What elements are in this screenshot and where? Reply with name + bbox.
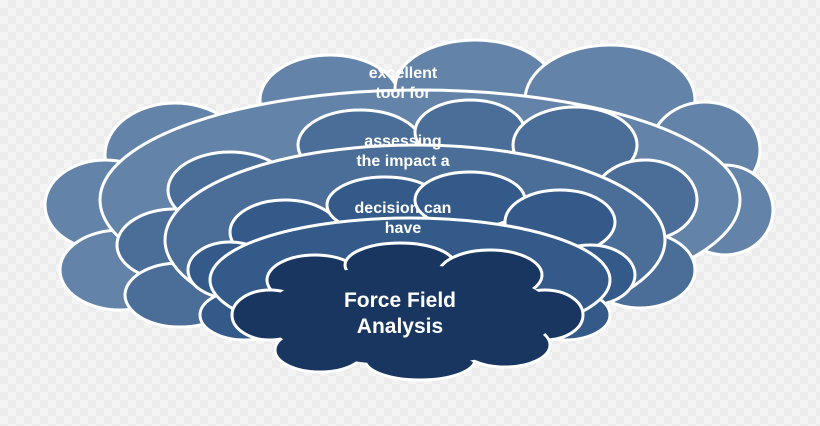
cloud-layer-4 bbox=[230, 241, 585, 382]
cloud-label-1: excellent tool for bbox=[368, 65, 438, 102]
cloud-label-2: assessing the impact a bbox=[356, 133, 450, 170]
cloud-label-core: Force Field Analysis bbox=[343, 289, 457, 339]
cloud-label-3: decision can have bbox=[354, 200, 452, 237]
